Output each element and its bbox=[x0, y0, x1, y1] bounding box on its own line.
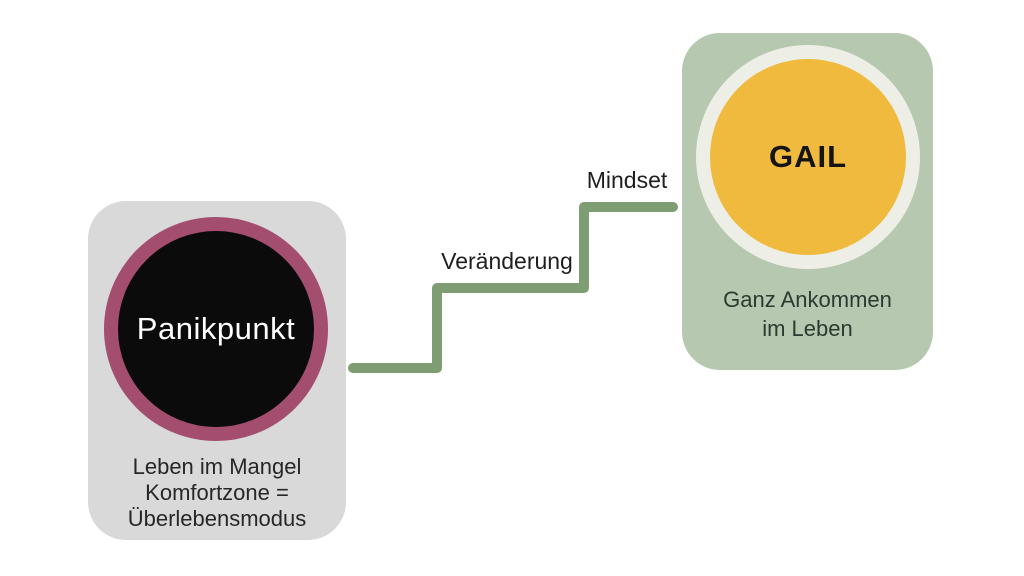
panikpunkt-caption-line-2: Komfortzone = bbox=[145, 480, 289, 505]
panikpunkt-caption: Leben im Mangel Komfortzone = Überlebens… bbox=[88, 454, 346, 532]
panikpunkt-circle: Panikpunkt bbox=[104, 217, 328, 441]
gail-card: GAIL Ganz Ankommen im Leben bbox=[682, 33, 933, 370]
gail-caption-line-1: Ganz Ankommen bbox=[723, 287, 892, 312]
panikpunkt-caption-line-1: Leben im Mangel bbox=[132, 454, 302, 479]
panikpunkt-card: Panikpunkt Leben im Mangel Komfortzone =… bbox=[88, 201, 346, 540]
stairs-connector bbox=[348, 202, 678, 373]
gail-title: GAIL bbox=[768, 139, 848, 174]
step-label-veraenderung: Veränderung bbox=[441, 248, 573, 274]
stairs-line bbox=[348, 202, 678, 373]
gail-caption-line-2: im Leben bbox=[762, 316, 853, 341]
panikpunkt-title: Panikpunkt bbox=[136, 311, 296, 346]
step-label-mindset: Mindset bbox=[586, 167, 668, 193]
gail-circle: GAIL bbox=[696, 45, 920, 269]
panikpunkt-caption-line-3: Überlebensmodus bbox=[127, 506, 307, 531]
gail-caption: Ganz Ankommen im Leben bbox=[682, 285, 933, 343]
